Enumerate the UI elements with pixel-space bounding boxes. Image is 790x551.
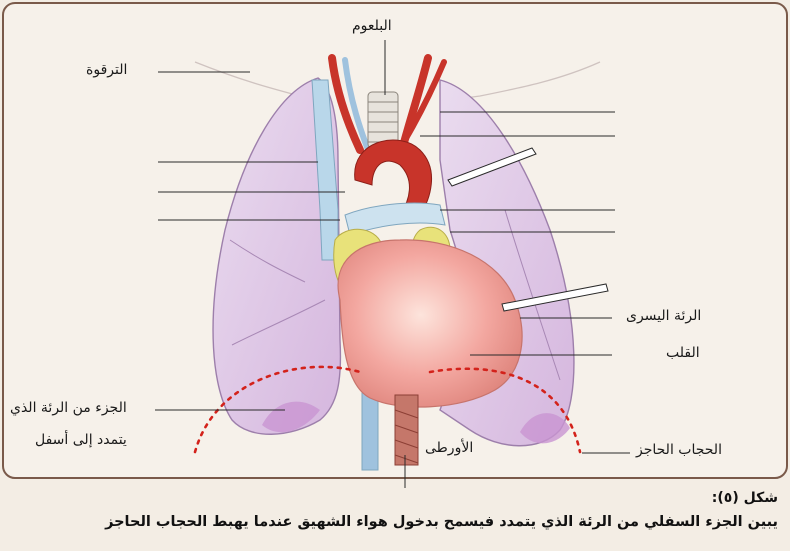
label-lower-lung-1: الجزء من الرئة الذي [10, 400, 127, 416]
label-lower-lung-2: يتمدد إلى أسفل [35, 432, 127, 448]
label-pharynx: البلعوم [352, 18, 392, 34]
figure-number: شكل (٥): [712, 490, 778, 506]
label-aorta: الأورطى [425, 440, 473, 456]
label-left-lung: الرئة اليسرى [626, 308, 701, 324]
descending-aorta [395, 395, 418, 465]
figure-caption: يبين الجزء السفلي من الرئة الذي يتمدد في… [105, 514, 778, 530]
label-diaphragm: الحجاب الحاجز [636, 442, 722, 458]
label-heart: القلب [666, 345, 700, 361]
label-clavicle: الترقوة [86, 62, 127, 78]
